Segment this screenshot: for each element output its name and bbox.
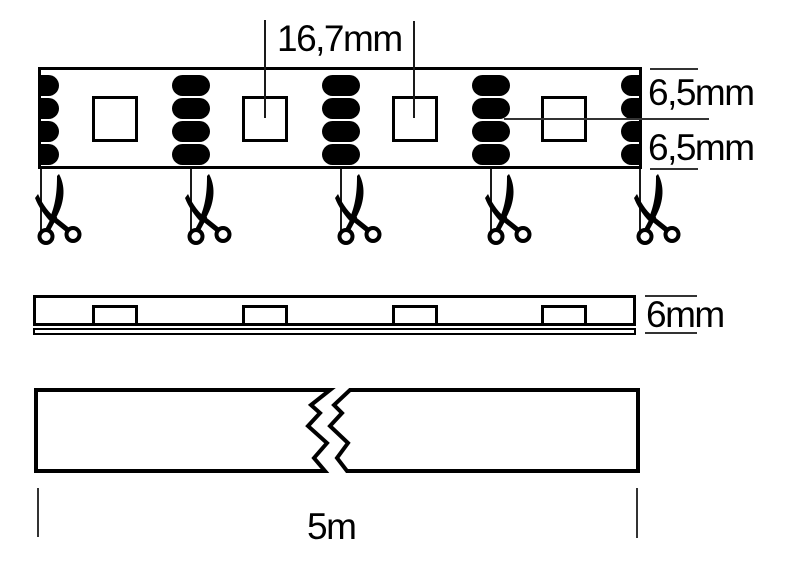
solder-pad <box>471 75 510 96</box>
scissors-icon-holder <box>34 172 84 250</box>
led-chip <box>91 96 138 142</box>
width-upper-label: 6,5mm <box>648 72 755 113</box>
solder-pad <box>321 120 360 142</box>
width-lower-label: 6,5mm <box>648 127 755 168</box>
height-label: 6mm <box>646 294 725 335</box>
pitch-dim-line-left <box>264 20 266 118</box>
scissors-icon <box>185 174 232 245</box>
scissors-icon-holder <box>633 172 683 250</box>
solder-pad-half-left <box>41 143 59 165</box>
scissors-icon <box>34 174 81 245</box>
solder-pad <box>171 120 210 142</box>
led-chip-side <box>392 305 438 326</box>
length-dim-tick-left <box>37 488 39 537</box>
scissors-icon <box>335 174 382 245</box>
led-chip <box>392 96 438 142</box>
width-dim-tick-bottom <box>650 168 698 170</box>
width-dim-mid-line <box>504 118 709 120</box>
reel-left-part <box>34 388 336 473</box>
solder-pad-half-right <box>621 120 639 142</box>
pitch-label: 16,7mm <box>277 18 403 59</box>
solder-pad-half-right <box>621 75 639 96</box>
solder-pad <box>171 143 210 165</box>
scissors-icon-holder <box>334 172 384 250</box>
solder-pad <box>321 143 360 165</box>
reel-outline <box>34 388 640 473</box>
scissors-icon <box>634 174 681 245</box>
solder-pad-half-left <box>41 120 59 142</box>
solder-pad-half-left <box>41 75 59 96</box>
led-chip-side <box>91 305 138 326</box>
pitch-dim-line-right <box>413 21 415 118</box>
reel-right-part <box>327 388 640 473</box>
height-dim-tick-bottom <box>645 332 697 334</box>
solder-pad <box>321 75 360 96</box>
led-chip-side <box>540 305 587 326</box>
width-dim-tick-top <box>650 68 698 70</box>
height-dim-tick-top <box>645 295 697 297</box>
solder-pad <box>171 75 210 96</box>
scissors-icon-holder <box>184 172 234 250</box>
scissors-icon-holder <box>484 172 534 250</box>
led-chip-side <box>242 305 288 326</box>
adhesive-tape-layer <box>33 328 636 335</box>
solder-pad-half-right <box>621 97 639 119</box>
scissors-icon <box>485 174 532 245</box>
solder-pad-half-right <box>621 143 639 165</box>
solder-pad <box>471 120 510 142</box>
solder-pad <box>471 97 510 119</box>
solder-pad <box>471 143 510 165</box>
solder-pad-half-left <box>41 97 59 119</box>
solder-pad <box>321 97 360 119</box>
length-label: 5m <box>307 506 357 547</box>
length-dim-tick-right <box>636 488 638 538</box>
solder-pad <box>171 97 210 119</box>
